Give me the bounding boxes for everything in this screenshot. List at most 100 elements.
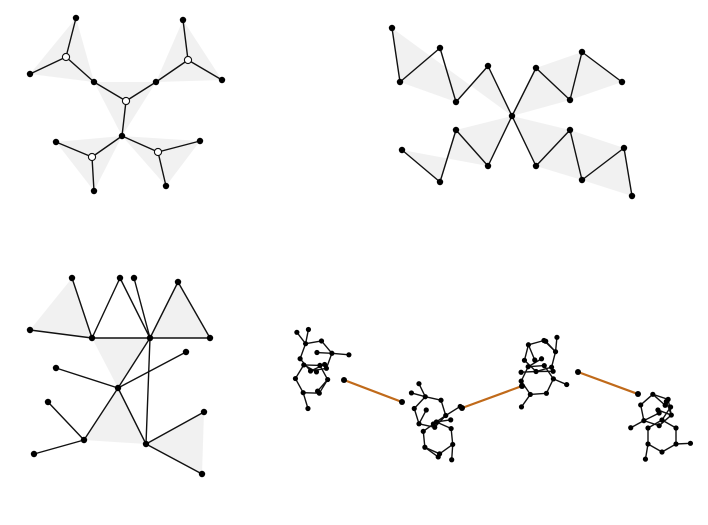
graph-edge	[145, 443, 203, 475]
graph-node	[638, 402, 644, 408]
graph-node-open	[121, 96, 131, 106]
graph-edge	[157, 151, 167, 187]
graph-top-left	[26, 14, 226, 195]
graph-node	[90, 78, 98, 86]
graph-node	[656, 410, 662, 416]
graph-node-open	[153, 147, 163, 157]
graph-edge	[439, 129, 457, 183]
graph-node	[323, 365, 330, 371]
molecule-cluster	[628, 391, 694, 462]
graph-edge	[121, 100, 127, 137]
graph-node	[436, 44, 444, 52]
graph-edge	[424, 446, 439, 458]
graph-node	[518, 378, 524, 384]
molecule-cluster	[292, 326, 352, 412]
graph-node	[673, 441, 679, 447]
graph-node	[80, 436, 88, 444]
graph-node	[575, 369, 581, 375]
graph-node	[116, 274, 124, 282]
graph-node-open	[87, 152, 97, 162]
graph-node	[114, 384, 122, 392]
graph-node	[88, 334, 96, 342]
graph-edge	[145, 411, 205, 445]
graph-edge	[119, 277, 151, 339]
graph-node	[484, 162, 492, 170]
graph-edge	[182, 19, 189, 61]
graph-node	[525, 364, 531, 370]
graph-edge	[149, 281, 179, 339]
bridge-edge	[576, 370, 640, 396]
graph-edge	[523, 344, 530, 361]
graph-node	[645, 441, 651, 447]
graph-node	[396, 78, 404, 86]
hull-shape	[512, 52, 622, 116]
graph-node	[423, 407, 429, 413]
graph-node	[297, 356, 303, 362]
graph-edge	[117, 337, 151, 389]
graph-edge	[647, 419, 663, 429]
graph-edge	[511, 115, 537, 167]
hull-shape	[402, 116, 512, 182]
graph-edge	[304, 340, 323, 345]
graph-edge	[33, 439, 85, 455]
graph-node	[436, 178, 444, 186]
graph-node	[687, 440, 694, 446]
graph-node	[452, 126, 460, 134]
graph-node	[620, 144, 628, 152]
graph-node	[68, 274, 76, 282]
graph-edge	[117, 351, 187, 389]
graph-edge	[65, 17, 77, 58]
graph-node	[550, 368, 556, 374]
graph-edge	[294, 377, 304, 394]
graph-node	[673, 425, 679, 431]
graph-edge	[520, 366, 529, 382]
graph-node	[30, 450, 38, 458]
graph-edge	[652, 393, 669, 401]
graph-edge	[294, 364, 305, 380]
graph-node	[152, 78, 160, 86]
graph-edge	[445, 405, 461, 417]
graph-edge	[299, 342, 307, 360]
graph-node	[508, 112, 516, 120]
graph-node	[52, 364, 60, 372]
graph-edge	[145, 337, 151, 445]
graph-edge	[581, 147, 625, 181]
graph-edge	[639, 404, 645, 422]
graph-edge	[418, 423, 436, 428]
graph-node	[325, 376, 331, 383]
graph-node	[174, 278, 182, 286]
graph-node	[533, 368, 539, 375]
graph-node	[532, 64, 540, 72]
graph-node	[294, 329, 300, 335]
hull-shape	[156, 20, 222, 82]
graph-node	[521, 357, 528, 363]
hull-shape	[56, 136, 122, 191]
graph-node	[519, 383, 525, 389]
graph-node	[550, 376, 556, 382]
graph-edge	[302, 391, 309, 410]
graph-edge	[545, 378, 555, 395]
graph-node	[408, 390, 415, 396]
graph-node	[318, 338, 325, 344]
graph-node	[422, 394, 428, 400]
graph-edge	[652, 393, 666, 406]
graph-edge	[91, 277, 121, 339]
graph-edge	[422, 430, 426, 448]
graph-node	[90, 187, 98, 195]
graph-node	[527, 391, 533, 398]
graph-node	[341, 377, 347, 383]
hull-shape	[392, 28, 512, 116]
graph-edge	[424, 396, 442, 401]
graph-edge	[647, 443, 663, 453]
graph-node	[659, 449, 665, 455]
graph-edge	[29, 329, 93, 339]
graph-node	[538, 356, 545, 362]
graph-node	[448, 425, 454, 432]
graph-node	[292, 375, 299, 382]
graph-node	[564, 381, 570, 388]
graph-node	[300, 390, 306, 396]
graph-node	[182, 348, 190, 356]
graph-node	[541, 363, 547, 369]
graph-node	[665, 396, 671, 402]
